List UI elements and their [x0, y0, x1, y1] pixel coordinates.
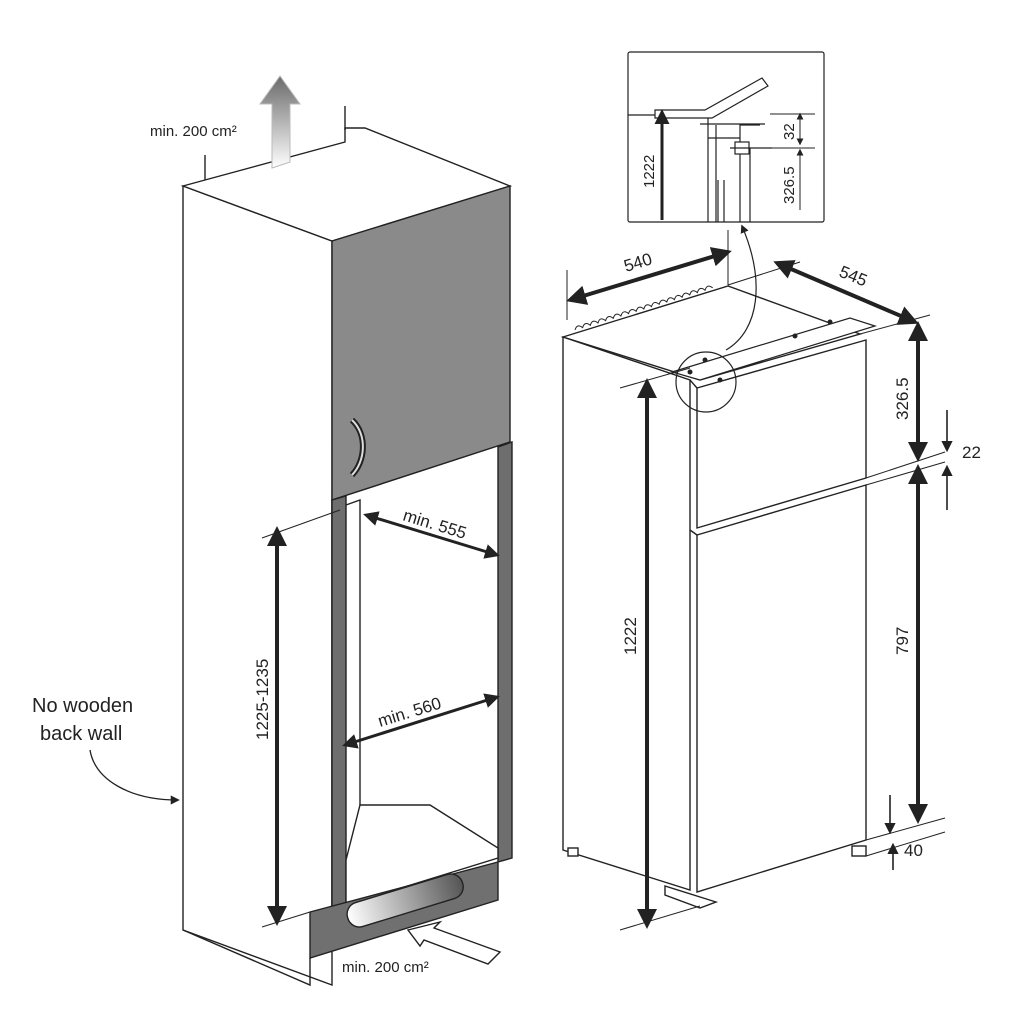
cabinet — [180, 127, 513, 987]
gap-label: 22 — [962, 443, 981, 462]
niche-width-arrow — [342, 693, 500, 749]
fridge-width-dimension — [566, 230, 732, 320]
niche-frame-right — [497, 441, 513, 863]
detail-inset — [627, 51, 825, 223]
detail-top-label: 32 — [781, 123, 798, 140]
fridge — [560, 285, 867, 909]
bottom-vent-label: min. 200 cm² — [342, 959, 429, 976]
cabinet-side-panel — [182, 184, 333, 987]
fridge-side — [562, 336, 691, 891]
detail-inset-frame — [627, 51, 825, 223]
mounting-bracket — [669, 317, 878, 381]
airflow-up-arrow-icon — [259, 75, 301, 169]
fridge-door — [696, 484, 867, 893]
back-wall-label-line1: No wooden — [32, 695, 133, 717]
fridge-depth-dimension — [727, 260, 919, 325]
niche-height-label: 1225-1235 — [253, 659, 272, 740]
fridge-height-dimension — [619, 367, 701, 931]
fridge-lower-height-label: 797 — [893, 627, 912, 655]
fridge-width-label: 540 — [622, 249, 655, 275]
bottom-gap-label: 40 — [904, 841, 923, 860]
detail-height-label: 1222 — [641, 155, 658, 188]
vent-grille — [346, 873, 464, 928]
fridge-depth-label: 545 — [837, 262, 870, 290]
detail-freezer-label: 326.5 — [781, 166, 798, 204]
fridge-height-label: 1222 — [621, 617, 640, 655]
back-wall-pointer — [89, 749, 180, 805]
freezer-height-label: 326.5 — [893, 377, 912, 420]
niche-height-dimension — [261, 509, 341, 928]
detail-callout-circle — [675, 351, 737, 413]
wall-stubs — [204, 106, 346, 180]
back-wall-label-line2: back wall — [40, 723, 122, 745]
niche-frame-left — [331, 495, 347, 916]
right-dimensions — [859, 314, 953, 870]
top-vent-label: min. 200 cm² — [150, 123, 237, 140]
detail-callout-pointer — [725, 224, 757, 351]
airflow-in-arrow-icon — [406, 920, 502, 965]
niche-depth-arrow — [363, 511, 500, 559]
